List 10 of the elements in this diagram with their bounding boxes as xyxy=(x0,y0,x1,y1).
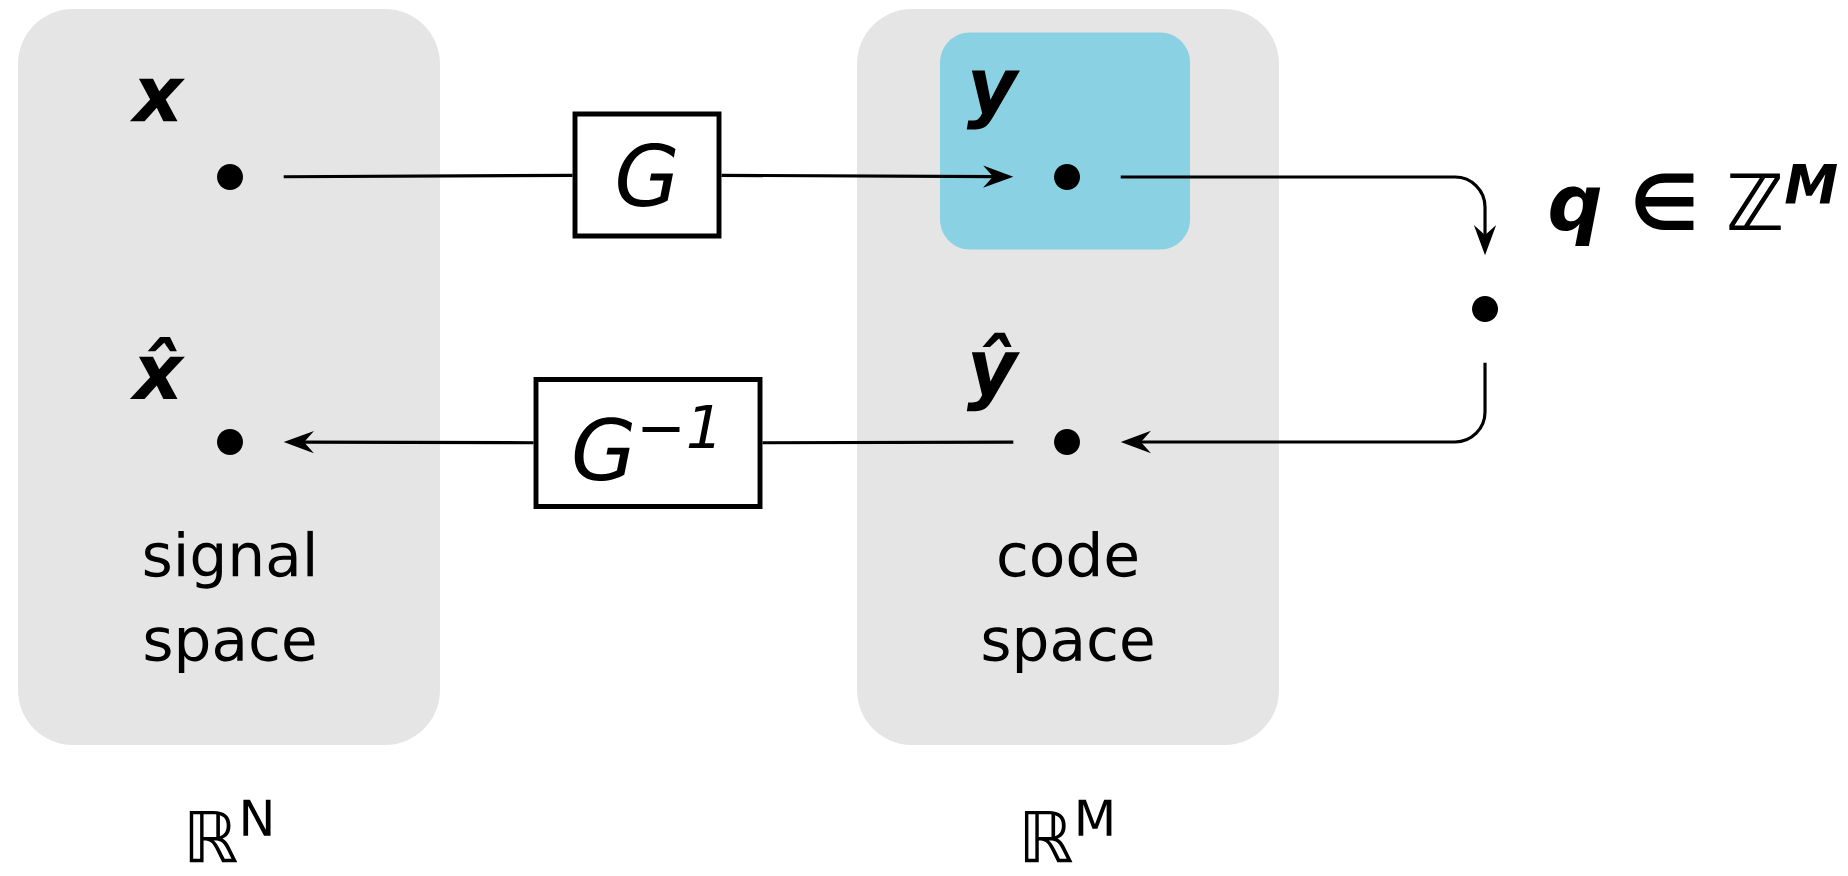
point-label: q ∈ ℤ$^{M}$ xyxy=(1550,164,1838,246)
point-label: x̂ xyxy=(129,337,185,399)
highlight-box xyxy=(940,32,1190,250)
point-label: y xyxy=(966,70,1020,130)
space-label: ℝ$^{N}$ xyxy=(189,799,271,863)
point-label: x xyxy=(129,78,185,122)
point-label: ŷ xyxy=(966,332,1020,412)
space-label: ℝ$^{M}$ xyxy=(1024,799,1112,863)
operator-box: G xyxy=(572,111,722,239)
operator-box: G$^{−1}$ xyxy=(533,377,763,509)
